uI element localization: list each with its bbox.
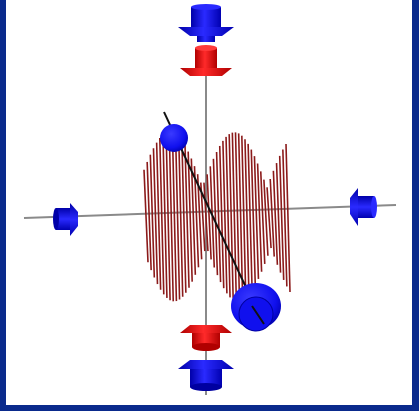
3d-viewport[interactable] [6, 0, 412, 405]
wave-line [247, 143, 253, 292]
right-blue-arrow-icon[interactable] [350, 188, 377, 226]
wave-line [259, 171, 266, 264]
wave-line [250, 149, 257, 286]
sphere-small-icon[interactable] [160, 124, 188, 152]
wave-line [282, 149, 288, 287]
polarization-scene[interactable] [6, 0, 412, 405]
wave-line [237, 133, 244, 302]
wave-line [285, 143, 291, 293]
wave-line [184, 145, 190, 288]
top-red-arrow-icon[interactable] [180, 45, 232, 76]
wave-line [193, 166, 200, 268]
wave-line [196, 174, 203, 260]
wave-line [269, 178, 276, 257]
top-blue-arrow-icon[interactable] [178, 4, 234, 42]
wave-line [231, 132, 238, 302]
wave-line [190, 158, 197, 275]
wave-line [241, 135, 247, 300]
wave-line [256, 163, 263, 272]
wave-line [187, 151, 193, 282]
wave-line [215, 151, 222, 283]
wave-line [171, 131, 178, 302]
wave-line [272, 170, 279, 265]
wave-line [206, 174, 212, 260]
bottom-red-arrow-icon[interactable] [180, 325, 232, 351]
wave-line [266, 187, 272, 249]
wave-line [222, 140, 228, 294]
wave-line [143, 169, 149, 263]
wave-line [244, 139, 250, 296]
wave-line [152, 148, 159, 285]
wave-line [177, 136, 184, 297]
wave-line [158, 138, 165, 295]
wave-line [181, 140, 187, 293]
wave-line [218, 145, 225, 289]
sphere-large-icon[interactable] [231, 283, 281, 332]
wave-line [278, 155, 285, 280]
wave-line [168, 131, 175, 302]
wave-line [162, 134, 168, 298]
left-blue-arrow-icon[interactable] [53, 203, 78, 236]
wave-line [263, 179, 269, 256]
wave-line [155, 142, 162, 290]
wave-line [225, 136, 231, 298]
wave-line [165, 132, 171, 301]
bottom-blue-arrow-icon[interactable] [178, 360, 234, 391]
wave-line [146, 161, 152, 271]
wave-line [212, 158, 219, 276]
wave-line [174, 133, 181, 300]
wave-line [228, 134, 234, 301]
wave-line [253, 156, 260, 279]
wave-line [203, 182, 209, 252]
wave-line [275, 163, 282, 273]
wave-lines [143, 131, 291, 303]
wave-line [149, 154, 156, 278]
